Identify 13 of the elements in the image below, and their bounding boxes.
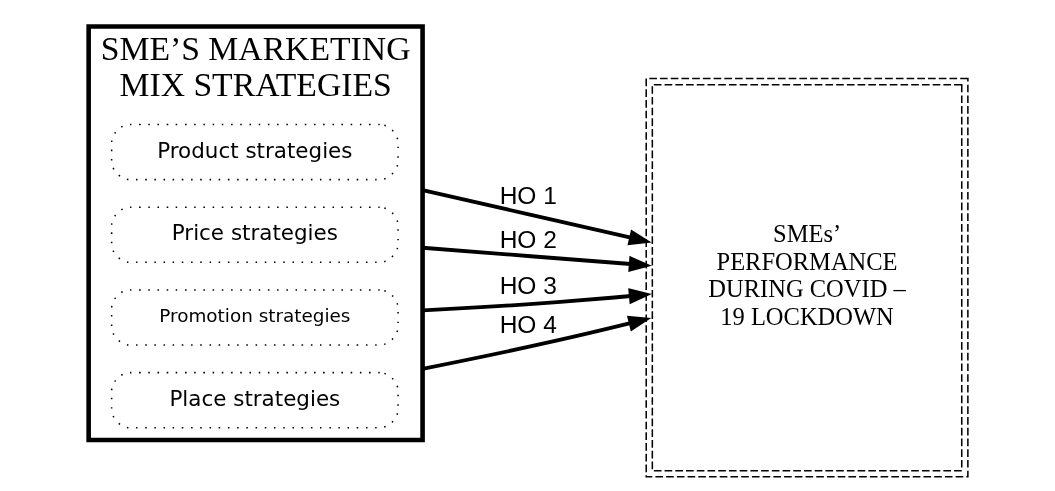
edge-label: HO 4 xyxy=(499,310,557,338)
node-box: Price strategies xyxy=(110,206,399,264)
node-box: Product strategies xyxy=(110,123,399,181)
node-box: Place strategies xyxy=(110,371,399,429)
arrow xyxy=(422,288,652,313)
edge-label: HO 3 xyxy=(499,272,557,300)
edge-label: HO 2 xyxy=(499,226,557,254)
arrow xyxy=(422,245,652,272)
node-box: SMEs’ PERFORMANCE DURING COVID – 19 LOCKDOWN xyxy=(645,77,969,478)
arrow xyxy=(422,188,652,246)
arrow xyxy=(422,315,652,371)
node-box: Promotion strategies xyxy=(110,289,399,346)
edge-label: HO 1 xyxy=(499,181,557,209)
